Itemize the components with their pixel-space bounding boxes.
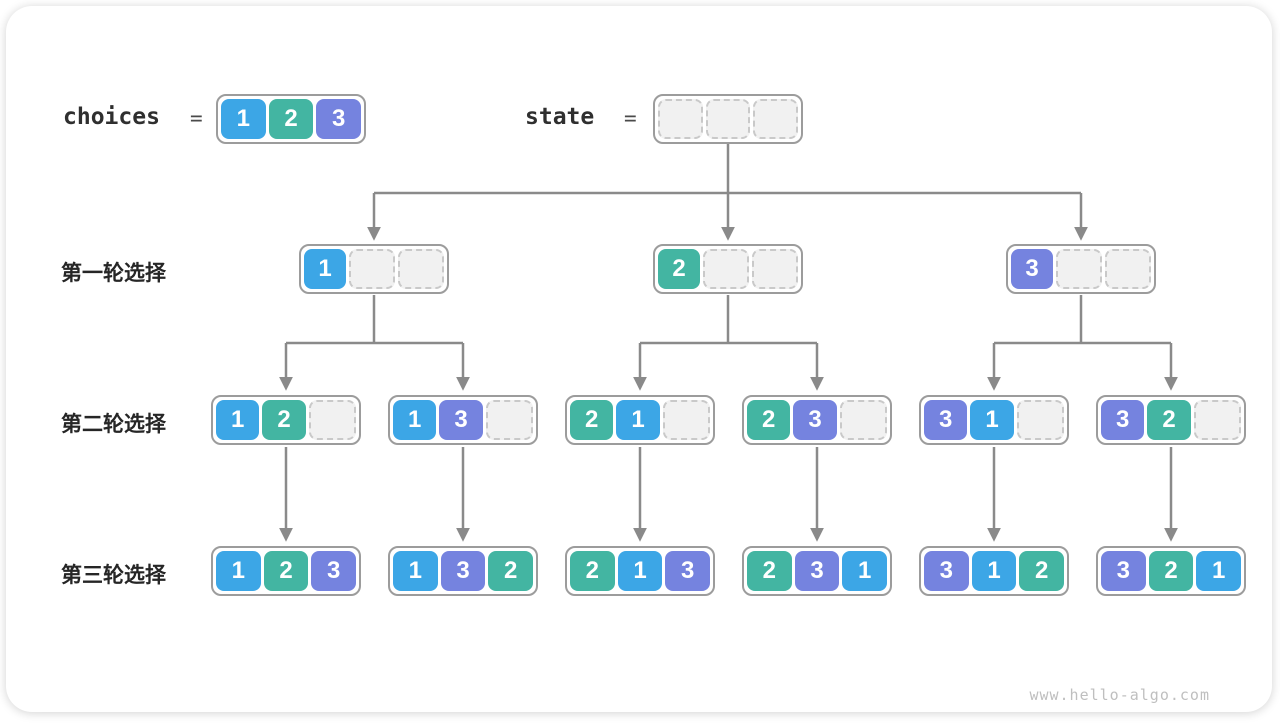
cell-3: 3 <box>924 551 969 591</box>
cell-empty <box>1193 400 1241 440</box>
cell-empty <box>349 249 395 289</box>
cell-1: 1 <box>617 551 663 591</box>
cell-2: 2 <box>488 551 534 591</box>
cell-2: 2 <box>268 99 314 139</box>
cell-2: 2 <box>570 551 615 591</box>
state-label: state <box>525 104 595 130</box>
cell-empty <box>753 99 799 139</box>
choices-equals-sign: = <box>190 106 203 130</box>
cell-1: 1 <box>1196 551 1242 591</box>
cell-1: 1 <box>216 400 260 440</box>
cell-empty <box>398 249 444 289</box>
cell-empty <box>485 400 533 440</box>
cell-2: 2 <box>570 400 614 440</box>
cell-3: 3 <box>311 551 357 591</box>
cell-2: 2 <box>747 400 791 440</box>
cell-empty <box>703 249 749 289</box>
cell-empty <box>839 400 887 440</box>
cell-empty <box>308 400 356 440</box>
cell-empty <box>662 400 710 440</box>
cell-3: 3 <box>316 99 362 139</box>
cell-2: 2 <box>747 551 792 591</box>
cell-3: 3 <box>794 551 840 591</box>
round1-state-3: 3 <box>1006 244 1156 294</box>
cell-1: 1 <box>221 99 266 139</box>
cell-1: 1 <box>393 551 438 591</box>
cell-1: 1 <box>216 551 261 591</box>
cell-2: 2 <box>1019 551 1065 591</box>
cell-1: 1 <box>971 551 1017 591</box>
cell-3: 3 <box>665 551 711 591</box>
cell-2: 2 <box>262 400 306 440</box>
round-3-label: 第三轮选择 <box>61 564 166 587</box>
state-equals-sign: = <box>624 106 637 130</box>
cell-empty <box>752 249 798 289</box>
cell-3: 3 <box>1101 400 1145 440</box>
round-1-label: 第一轮选择 <box>61 262 166 285</box>
choices-label: choices <box>63 104 160 130</box>
watermark: www.hello-algo.com <box>1029 686 1210 704</box>
cell-3: 3 <box>440 551 486 591</box>
cell-3: 3 <box>793 400 837 440</box>
cell-1: 1 <box>842 551 888 591</box>
cell-1: 1 <box>616 400 660 440</box>
cell-empty <box>1056 249 1102 289</box>
state-array-empty <box>653 94 803 144</box>
cell-2: 2 <box>1147 400 1191 440</box>
cell-2: 2 <box>1148 551 1194 591</box>
cell-3: 3 <box>1101 551 1146 591</box>
cell-empty <box>1016 400 1064 440</box>
round1-state-2: 2 <box>653 244 803 294</box>
cell-1: 1 <box>970 400 1014 440</box>
round-2-label: 第二轮选择 <box>61 413 166 436</box>
cell-empty <box>658 99 703 139</box>
cell-1: 1 <box>393 400 437 440</box>
cell-empty <box>1105 249 1151 289</box>
cell-3: 3 <box>924 400 968 440</box>
cell-1: 1 <box>304 249 346 289</box>
cell-3: 3 <box>439 400 483 440</box>
cell-2: 2 <box>658 249 700 289</box>
cell-3: 3 <box>1011 249 1053 289</box>
cell-2: 2 <box>263 551 309 591</box>
cell-empty <box>705 99 751 139</box>
round1-state-1: 1 <box>299 244 449 294</box>
